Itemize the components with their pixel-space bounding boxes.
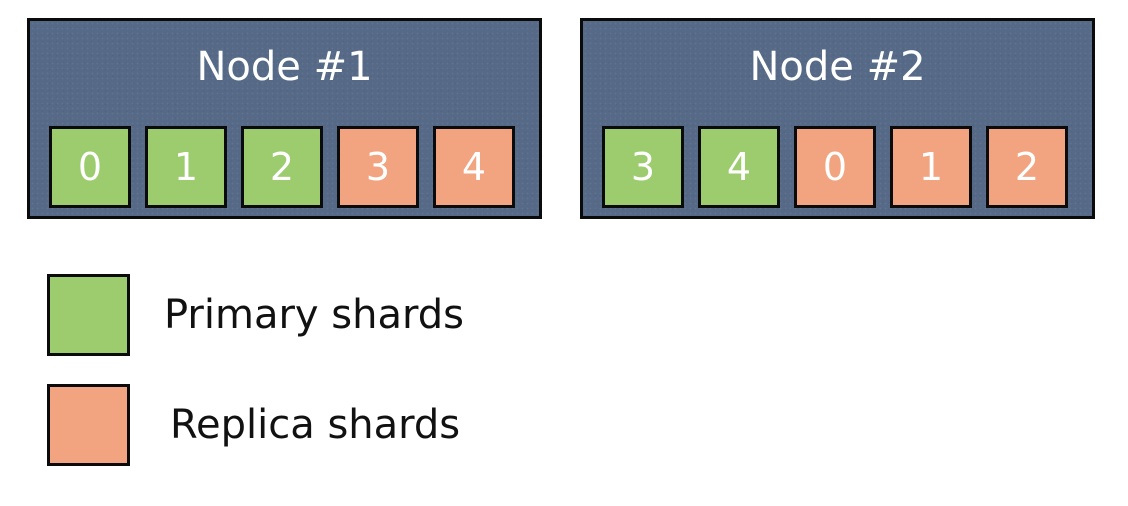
node-2-box: Node #2 3 4 0 1 2 xyxy=(580,18,1095,219)
node-1-shard-row: 0 1 2 3 4 xyxy=(49,126,515,208)
node-2-title: Node #2 xyxy=(749,44,926,90)
shard: 4 xyxy=(433,126,515,208)
legend-primary: Primary shards xyxy=(47,274,464,356)
shard: 1 xyxy=(145,126,227,208)
legend-replica: Replica shards xyxy=(47,384,460,466)
replica-swatch xyxy=(47,384,130,466)
shard: 0 xyxy=(49,126,131,208)
shard: 0 xyxy=(794,126,876,208)
replica-legend-label: Replica shards xyxy=(170,402,461,448)
shard: 4 xyxy=(698,126,780,208)
shard: 3 xyxy=(602,126,684,208)
shard: 2 xyxy=(986,126,1068,208)
primary-legend-label: Primary shards xyxy=(164,292,464,338)
shard: 3 xyxy=(337,126,419,208)
node-1-title: Node #1 xyxy=(196,44,373,90)
shard: 1 xyxy=(890,126,972,208)
primary-swatch xyxy=(47,274,130,356)
shard: 2 xyxy=(241,126,323,208)
node-2-shard-row: 3 4 0 1 2 xyxy=(602,126,1068,208)
node-1-box: Node #1 0 1 2 3 4 xyxy=(27,18,542,219)
